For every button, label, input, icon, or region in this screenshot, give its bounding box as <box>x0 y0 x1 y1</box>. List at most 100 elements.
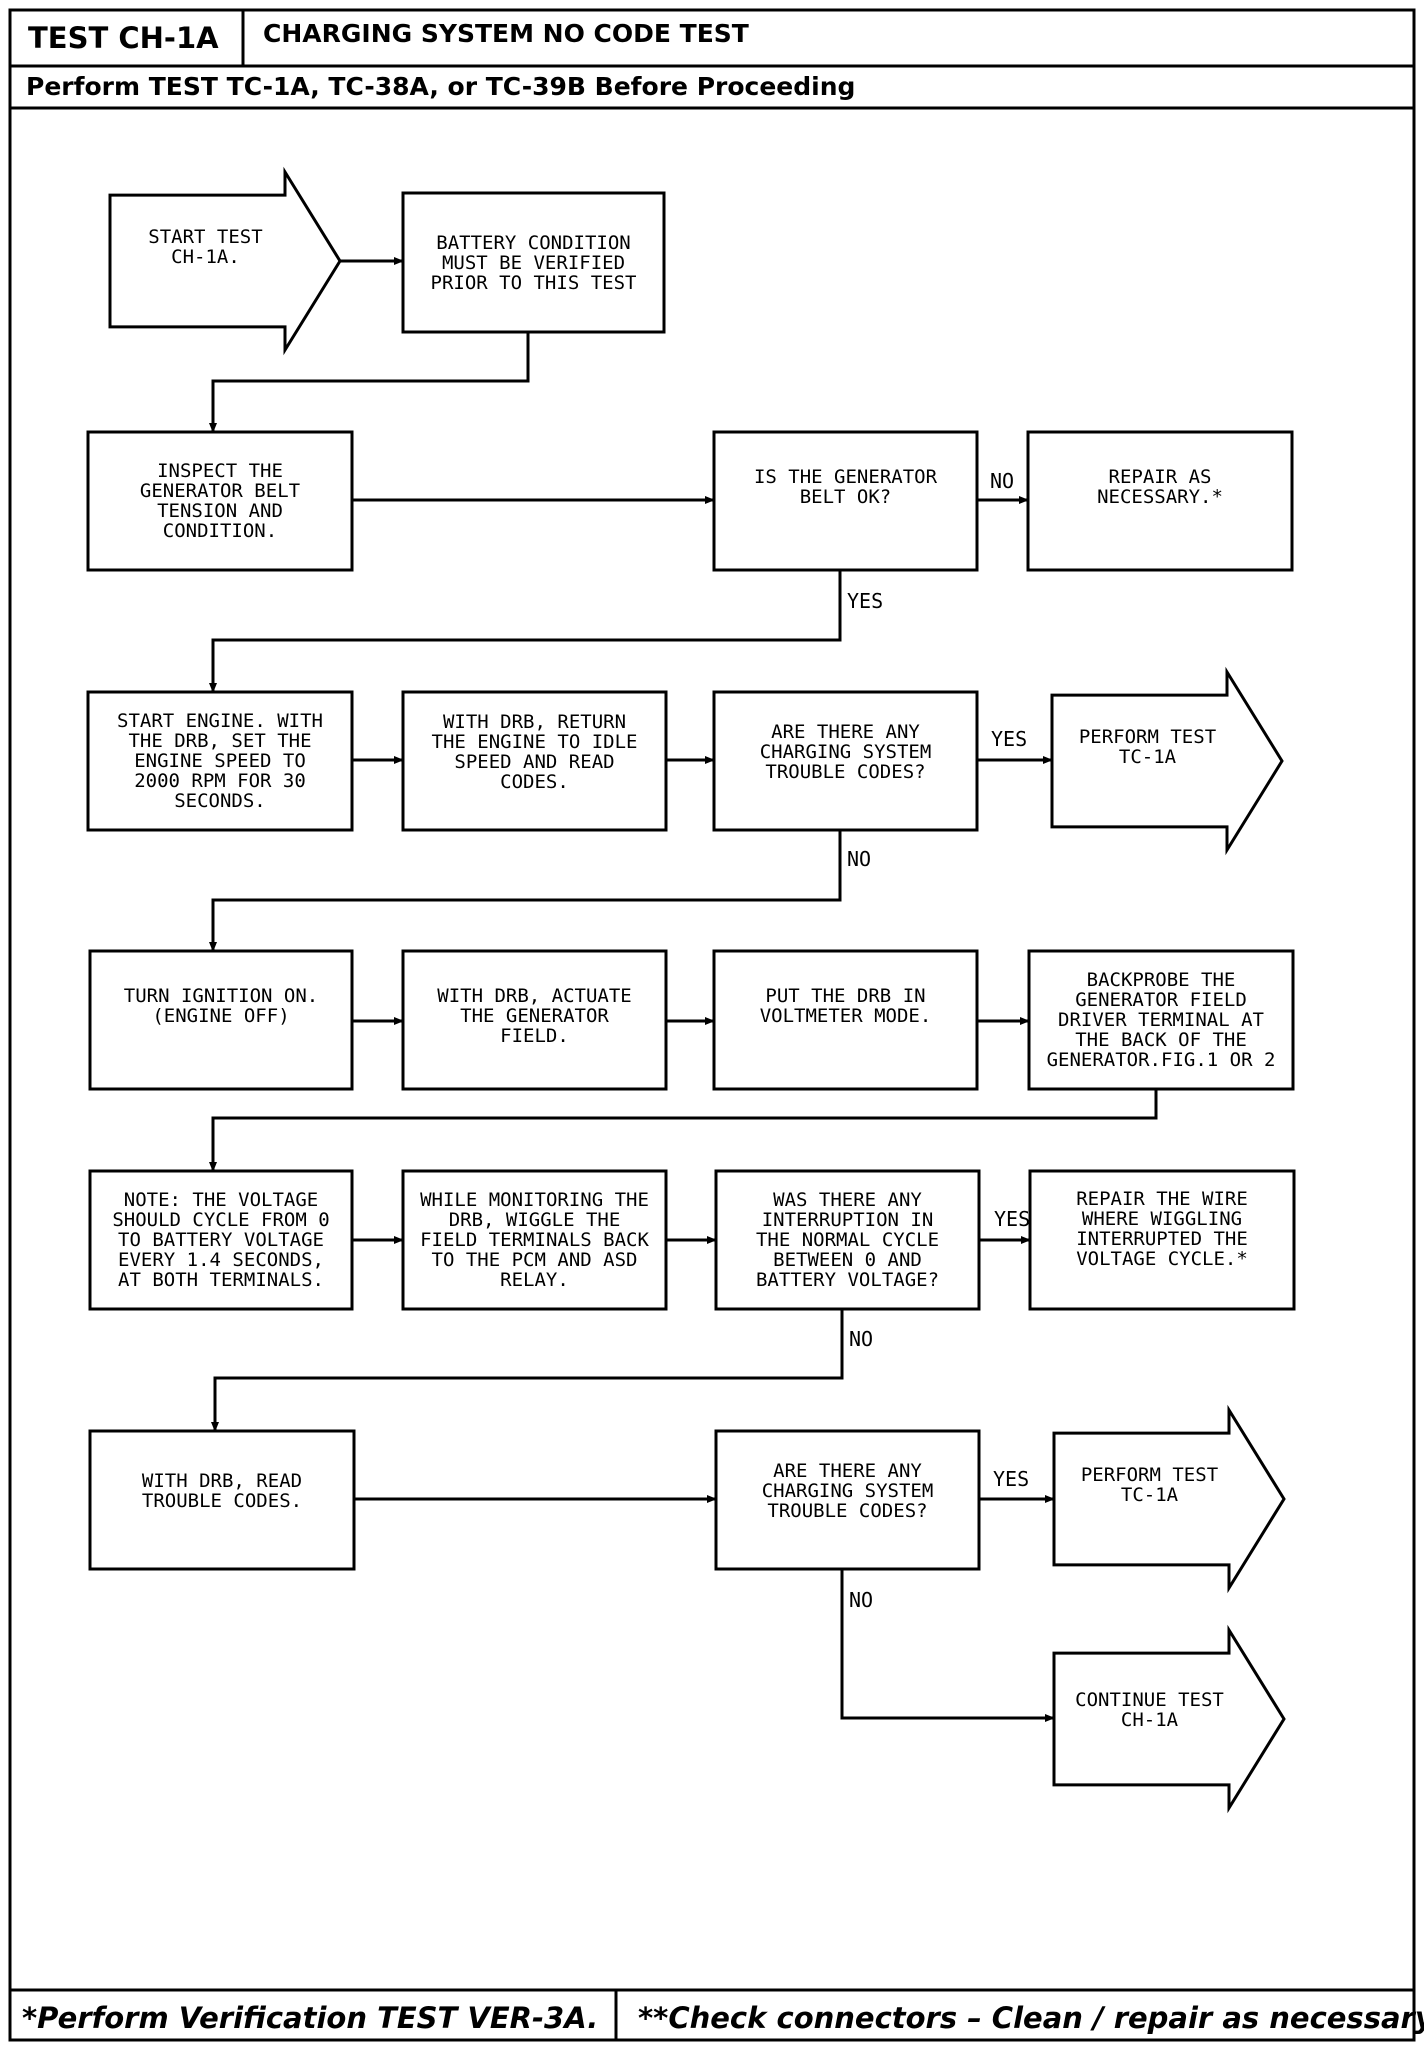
node-text-line: TO THE PCM AND ASD <box>432 1249 638 1271</box>
node-text-line: WHERE WIGGLING <box>1082 1208 1242 1230</box>
node-text-line: TC-1A <box>1121 1484 1179 1506</box>
node-box <box>401 949 668 1091</box>
node-box <box>88 949 354 1091</box>
node-text-line: TO BATTERY VOLTAGE <box>118 1229 324 1251</box>
node-text-line: (ENGINE OFF) <box>152 1005 289 1027</box>
label-yes-interruption: YES <box>994 1207 1030 1231</box>
node-text-line: VOLTMETER MODE. <box>760 1005 932 1027</box>
page-frame <box>8 8 1416 2042</box>
connector-interruptionq-no <box>211 1309 844 1432</box>
node-text-line: SHOULD CYCLE FROM 0 <box>112 1209 329 1231</box>
footer-connector-note: **Check connectors – Clean / repair as n… <box>638 2001 1424 2035</box>
node-box <box>86 690 354 832</box>
node-arrow-shape <box>1052 1404 1286 1594</box>
label-no-codes1: NO <box>847 847 871 871</box>
node-text-line: CHARGING SYSTEM <box>760 741 932 763</box>
node-text-line: TENSION AND <box>157 500 283 522</box>
node-arrow-shape <box>1052 1624 1286 1814</box>
node-text-line: TURN IGNITION ON. <box>124 985 318 1007</box>
node-text-line: ARE THERE ANY <box>771 721 920 743</box>
node-text-line: INTERRUPTED THE <box>1076 1228 1248 1250</box>
test-title: CHARGING SYSTEM NO CODE TEST <box>263 19 749 48</box>
node-text-line: FIELD. <box>500 1025 569 1047</box>
node-ignition-on: TURN IGNITION ON.(ENGINE OFF) <box>88 949 354 1091</box>
node-text-line: BATTERY CONDITION <box>436 232 630 254</box>
node-box <box>712 949 979 1091</box>
node-box <box>88 1429 356 1571</box>
node-text-line: BATTERY VOLTAGE? <box>756 1269 939 1291</box>
node-text-line: REPAIR AS <box>1109 466 1212 488</box>
node-text-line: THE DRB, SET THE <box>128 730 311 752</box>
node-text-line: CONTINUE TEST <box>1075 1689 1224 1711</box>
connector-codesq2-no <box>840 1568 1055 1722</box>
node-text-line: DRB, WIGGLE THE <box>449 1209 621 1231</box>
node-text-line: GENERATOR FIELD <box>1075 989 1247 1011</box>
node-box <box>401 191 666 334</box>
connector-codesq1-no <box>209 830 842 952</box>
node-text-line: EVERY 1.4 SECONDS, <box>118 1249 324 1271</box>
connector-backprobe-to-note <box>209 1089 1158 1172</box>
node-box <box>401 1169 668 1311</box>
node-text-line: START TEST <box>148 226 262 248</box>
connectors <box>209 257 1158 1722</box>
test-id: TEST CH-1A <box>28 21 219 55</box>
node-box <box>1027 949 1295 1091</box>
node-text-line: ENGINE SPEED TO <box>134 750 306 772</box>
node-text-line: ARE THERE ANY <box>773 1460 922 1482</box>
node-text-line: SECONDS. <box>174 790 266 812</box>
connector-battery-to-inspect <box>209 332 530 433</box>
node-text-line: TROUBLE CODES. <box>142 1490 302 1512</box>
node-box <box>712 690 979 832</box>
node-text-line: START ENGINE. WITH <box>117 710 323 732</box>
label-no-belt: NO <box>990 469 1014 493</box>
node-text-line: THE BACK OF THE <box>1075 1029 1247 1051</box>
node-box <box>88 1169 354 1311</box>
node-text-line: PUT THE DRB IN <box>765 985 925 1007</box>
label-no-interruption: NO <box>849 1327 873 1351</box>
node-text-line: CODES. <box>500 771 569 793</box>
node-text-line: RELAY. <box>500 1269 569 1291</box>
node-text-line: PERFORM TEST <box>1079 726 1216 748</box>
node-text-line: FIELD TERMINALS BACK <box>420 1229 649 1251</box>
node-text-line: BELT OK? <box>800 486 892 508</box>
label-yes-codes1: YES <box>991 727 1027 751</box>
node-text-line: TC-1A <box>1119 746 1177 768</box>
label-yes-codes2: YES <box>993 1467 1029 1491</box>
node-arrow-shape <box>1050 666 1284 856</box>
node-text-line: INSPECT THE <box>157 460 283 482</box>
node-text-line: CH-1A <box>1121 1709 1179 1731</box>
node-text-line: INTERRUPTION IN <box>762 1209 934 1231</box>
node-text-line: WAS THERE ANY <box>773 1189 922 1211</box>
node-text-line: WHILE MONITORING THE <box>420 1189 649 1211</box>
node-text-line: WITH DRB, ACTUATE <box>437 985 631 1007</box>
node-text-line: PRIOR TO THIS TEST <box>431 272 637 294</box>
node-box <box>1028 1169 1296 1311</box>
node-box <box>1026 430 1294 572</box>
node-text-line: WITH DRB, RETURN <box>443 711 626 733</box>
node-text-line: THE GENERATOR <box>460 1005 609 1027</box>
node-text-line: WITH DRB, READ <box>142 1470 302 1492</box>
node-text-line: IS THE GENERATOR <box>754 466 938 488</box>
node-text-line: VOLTAGE CYCLE.* <box>1076 1248 1248 1270</box>
connector-beltq-yes <box>209 570 842 693</box>
node-arrow-shape <box>108 166 342 356</box>
node-text-line: DRIVER TERMINAL AT <box>1058 1009 1264 1031</box>
